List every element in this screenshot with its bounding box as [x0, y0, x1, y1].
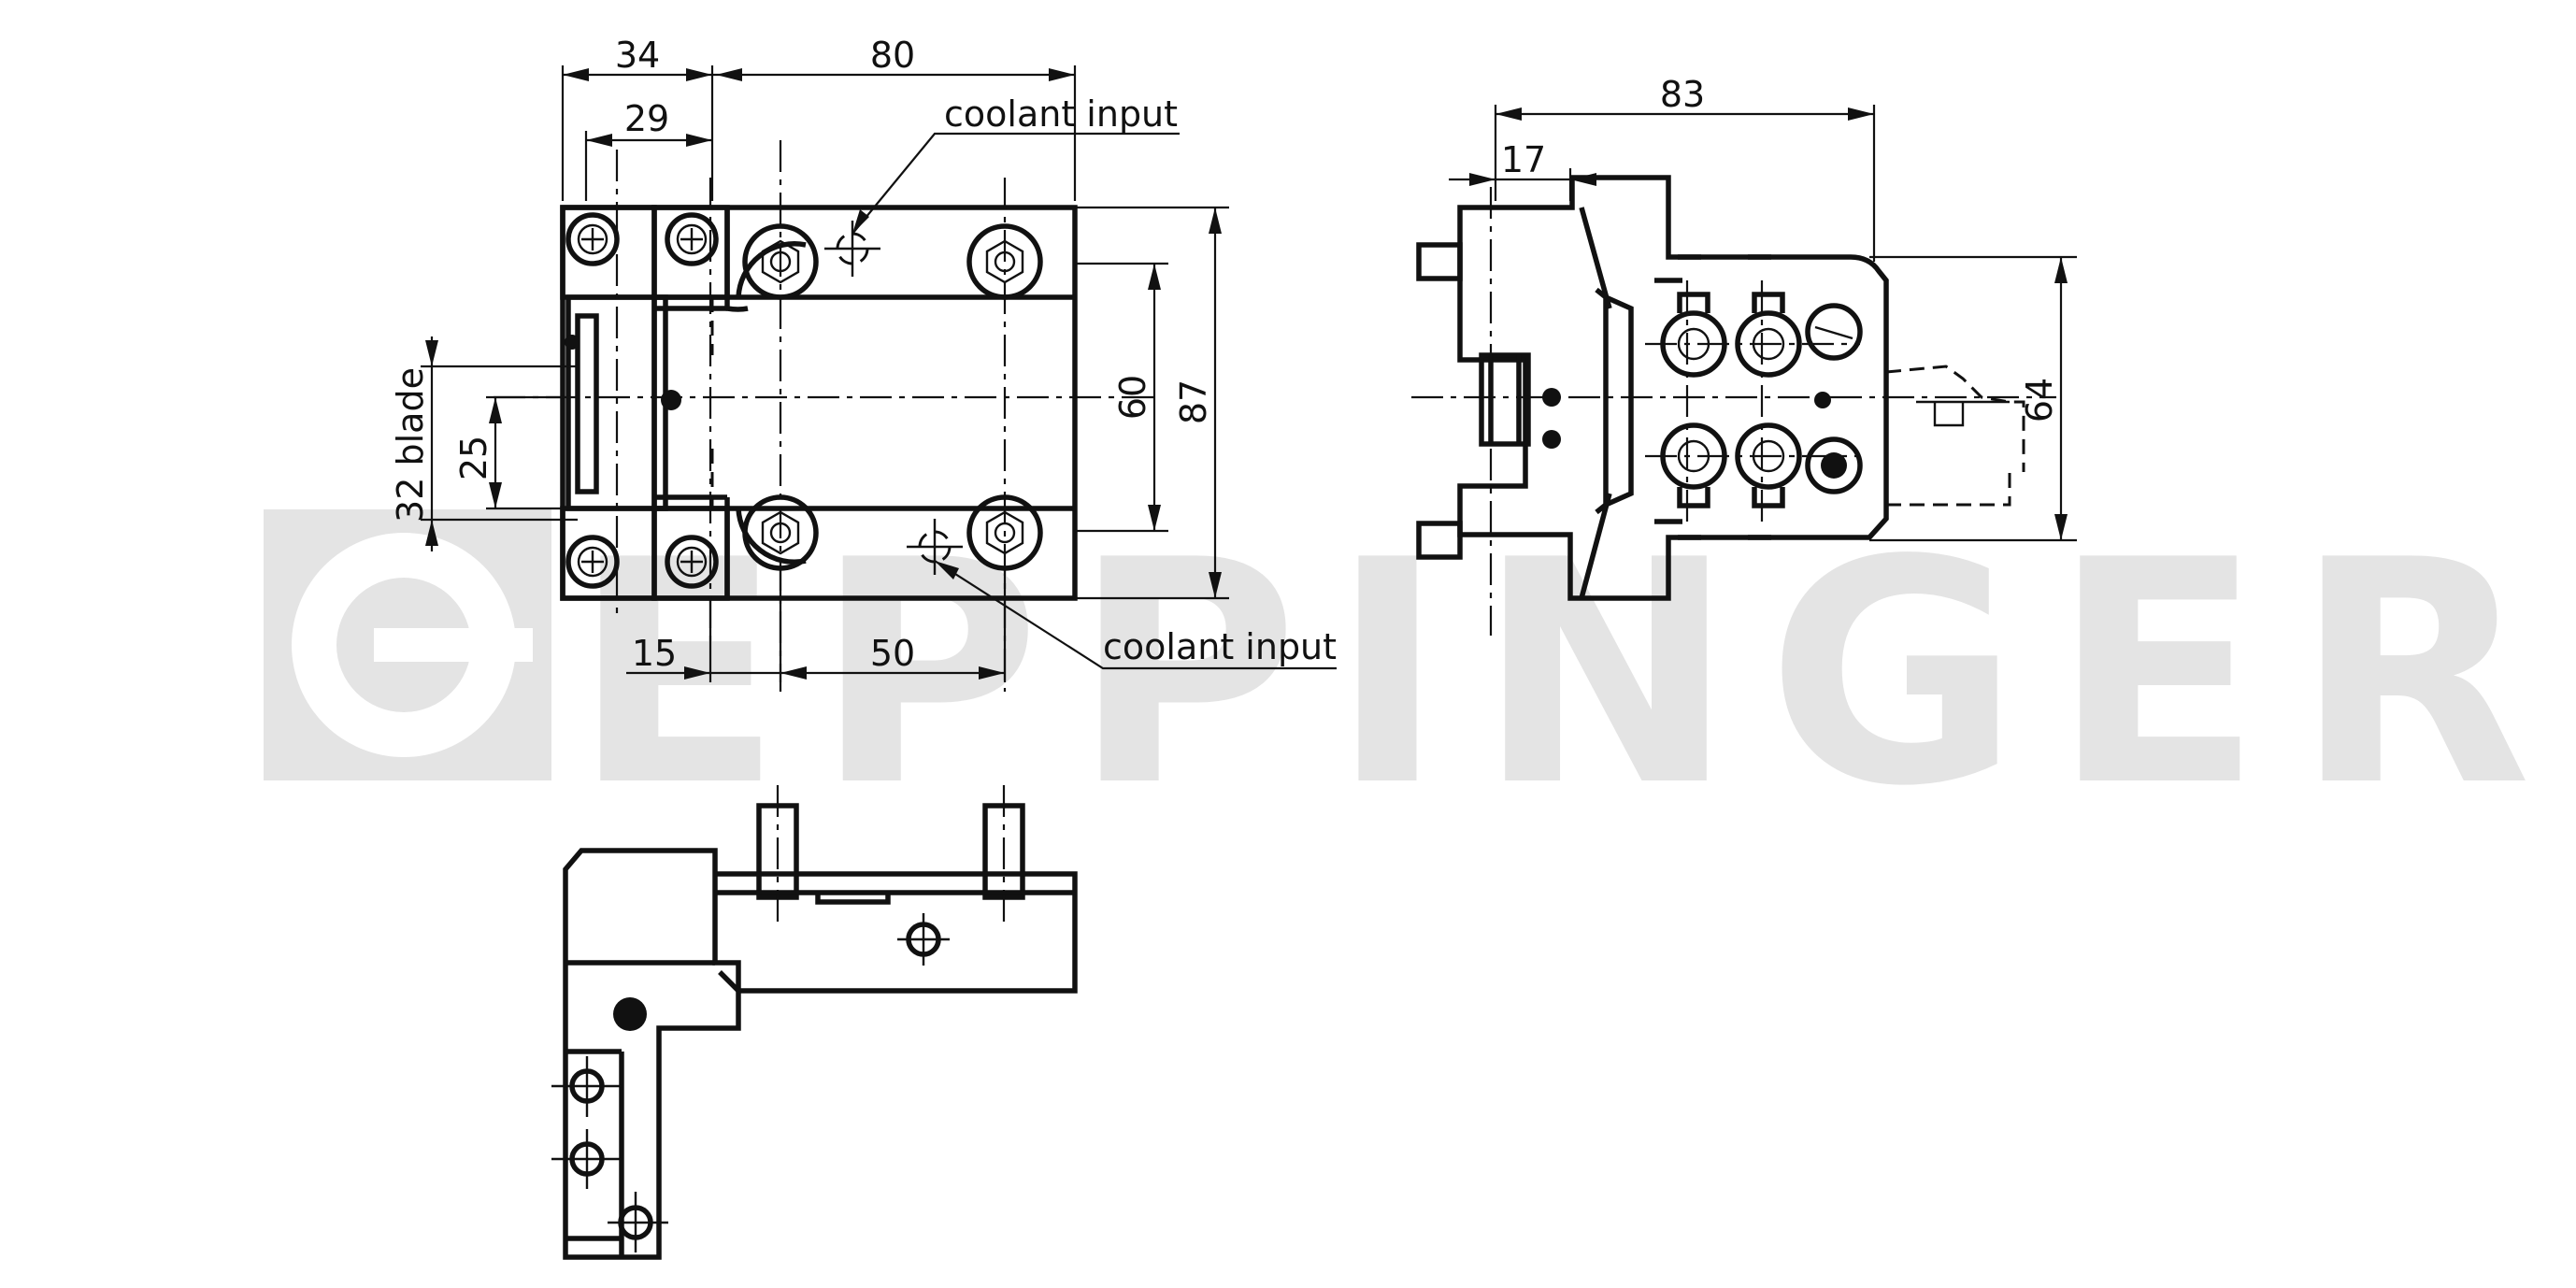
side-screw-4 — [1735, 422, 1802, 508]
clamp-screw-top-left — [565, 212, 620, 266]
side-screw-5 — [1805, 303, 1863, 361]
dim-50: 50 — [780, 570, 1007, 682]
front-view: 34 80 29 60 87 — [390, 35, 1337, 692]
dim-25: 25 — [453, 395, 580, 510]
svg-text:29: 29 — [624, 98, 669, 139]
svg-text:80: 80 — [870, 35, 915, 76]
mount-screw-top-1 — [742, 223, 819, 300]
mount-screw-bottom-2 — [966, 494, 1043, 571]
bottom-screw-2 — [551, 1129, 622, 1189]
mount-screw-top-2 — [966, 223, 1043, 300]
dim-15: 15 — [626, 570, 807, 682]
clamp-screw-top-right — [665, 212, 719, 266]
eppinger-logo-mark — [264, 509, 551, 780]
dim-34: 34 — [561, 35, 714, 201]
svg-text:32 blade: 32 blade — [390, 367, 431, 522]
bottom-screw-1 — [551, 1056, 622, 1117]
svg-text:50: 50 — [870, 633, 915, 674]
side-screw-1 — [1660, 292, 1727, 378]
svg-text:64: 64 — [2019, 378, 2060, 422]
bottom-view — [551, 785, 1078, 1260]
coolant-hole-bottom — [907, 519, 963, 575]
eppinger-watermark: EPPINGER — [264, 494, 2532, 853]
leader-coolant-bottom: coolant input — [934, 560, 1337, 670]
svg-text:87: 87 — [1173, 379, 1214, 424]
side-screw-3 — [1660, 422, 1727, 508]
svg-text:83: 83 — [1660, 74, 1705, 115]
dim-80: 80 — [712, 35, 1077, 201]
mount-screw-bottom-1 — [742, 494, 819, 571]
dim-29: 29 — [584, 98, 712, 201]
dim-64: 64 — [1869, 255, 2077, 542]
side-screw-2 — [1735, 292, 1802, 378]
leader-coolant-top: coolant input — [852, 93, 1180, 235]
svg-text:coolant input: coolant input — [1103, 626, 1337, 667]
svg-text:60: 60 — [1112, 375, 1153, 420]
svg-text:25: 25 — [453, 436, 494, 480]
side-screw-6 — [1805, 436, 1863, 494]
dim-60: 60 — [1075, 262, 1168, 533]
plug-dot — [661, 390, 681, 410]
svg-text:17: 17 — [1501, 139, 1546, 180]
svg-text:34: 34 — [615, 35, 660, 76]
svg-text:coolant input: coolant input — [944, 93, 1178, 135]
bottom-screw-3 — [608, 1192, 668, 1252]
svg-text:15: 15 — [632, 633, 677, 674]
side-view: 83 17 64 — [1411, 74, 2077, 636]
coolant-hole-top — [824, 221, 880, 277]
dim-83: 83 — [1494, 74, 1876, 262]
clamp-screw-bottom-right — [665, 535, 719, 589]
bottom-screw-top — [897, 913, 950, 966]
dim-87: 87 — [1075, 206, 1229, 600]
dim-32-blade: 32 blade — [390, 336, 578, 551]
clamp-screw-bottom-left — [565, 535, 620, 589]
dim-17: 17 — [1449, 139, 1596, 201]
